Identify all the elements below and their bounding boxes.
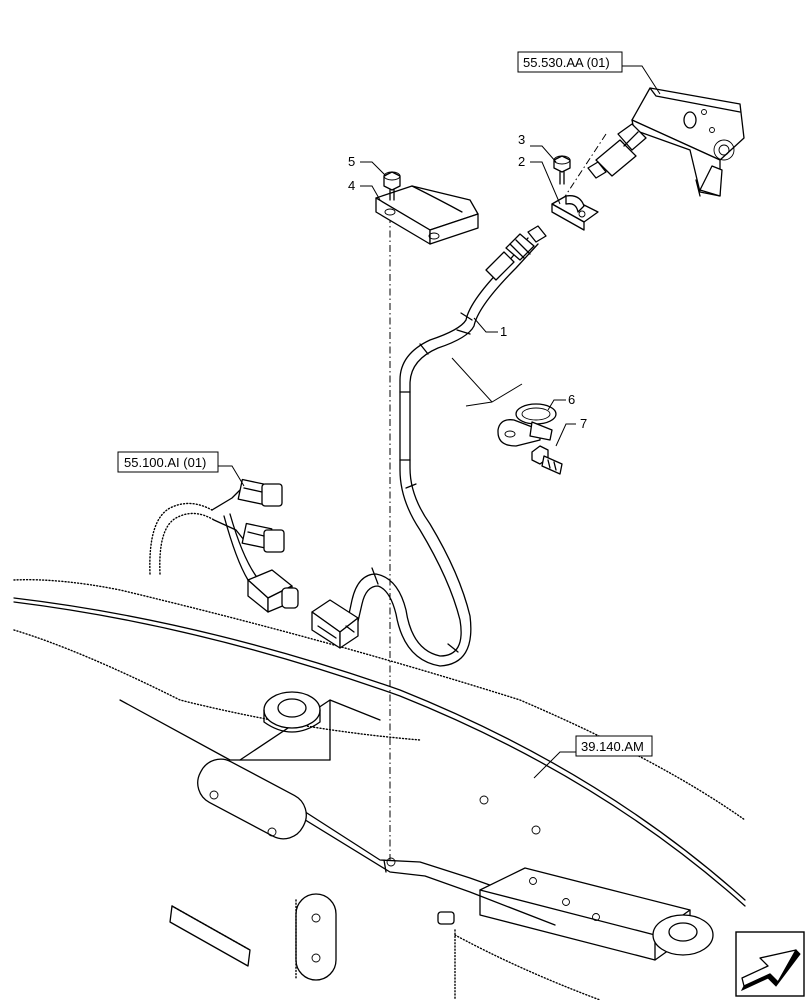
bolt-3 bbox=[553, 155, 571, 185]
sensor-bracket bbox=[631, 87, 745, 197]
bracket-clamp bbox=[375, 185, 479, 245]
bolt-5 bbox=[383, 171, 401, 201]
callout-leaders bbox=[218, 65, 661, 779]
reference-39140[interactable]: 39.140.AM bbox=[575, 735, 653, 757]
callout-1: 1 bbox=[500, 324, 507, 339]
existing-harness bbox=[149, 478, 299, 613]
callout-3: 3 bbox=[518, 132, 525, 147]
next-page-arrow-icon[interactable] bbox=[735, 931, 805, 997]
callout-2: 2 bbox=[518, 154, 525, 169]
sensor-cable-harness bbox=[345, 225, 547, 667]
pressure-sensor bbox=[587, 123, 647, 179]
boom-structure bbox=[13, 579, 746, 1000]
harness-connector bbox=[311, 599, 359, 649]
reference-55530[interactable]: 55.530.AA (01) bbox=[517, 51, 623, 73]
svg-text:39.140.AM: 39.140.AM bbox=[581, 739, 644, 754]
callout-labels: 1 2 3 4 5 6 7 bbox=[348, 132, 587, 431]
callout-7: 7 bbox=[580, 416, 587, 431]
callout-6: 6 bbox=[568, 392, 575, 407]
view-break-symbol bbox=[451, 357, 523, 407]
callout-5: 5 bbox=[348, 154, 355, 169]
hose-clamp-6 bbox=[497, 403, 557, 447]
clip-2 bbox=[551, 195, 599, 231]
reference-55100[interactable]: 55.100.AI (01) bbox=[117, 451, 219, 473]
callout-4: 4 bbox=[348, 178, 355, 193]
bolt-7 bbox=[531, 445, 563, 475]
svg-text:55.530.AA (01): 55.530.AA (01) bbox=[523, 55, 610, 70]
svg-text:55.100.AI (01): 55.100.AI (01) bbox=[124, 455, 206, 470]
